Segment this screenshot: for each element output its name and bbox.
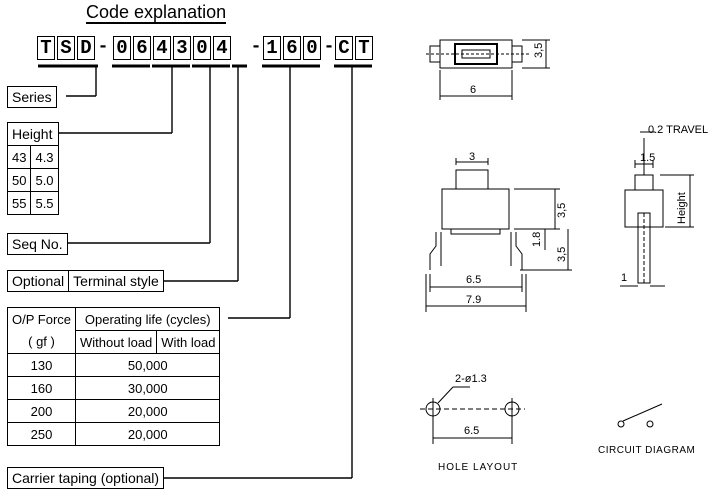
life-value: 50,000 bbox=[75, 353, 221, 377]
life-value: 20,000 bbox=[75, 399, 221, 423]
code-char: 4 bbox=[153, 36, 171, 60]
force-value: 200 bbox=[6, 399, 77, 423]
dim-6-5: 6.5 bbox=[466, 274, 482, 286]
dim-3-5-lower: 3,5 bbox=[556, 246, 568, 262]
series-box: Series bbox=[7, 86, 57, 108]
without-load-header: Without load bbox=[75, 330, 158, 354]
carrier-taping-box: Carrier taping (optional) bbox=[7, 467, 165, 489]
dim-3: 3 bbox=[469, 151, 476, 163]
dim-top-height: 3,5 bbox=[533, 42, 545, 58]
code-char: C bbox=[335, 36, 353, 60]
with-load-header: With load bbox=[156, 330, 221, 354]
code-char: D bbox=[77, 36, 95, 60]
diagram-title: Code explanation bbox=[86, 2, 227, 24]
force-value: 160 bbox=[6, 376, 77, 400]
code-dash: - bbox=[323, 37, 335, 57]
code-char: T bbox=[355, 36, 373, 60]
terminal-style-label: Terminal style bbox=[73, 273, 159, 289]
height-code: 55 bbox=[6, 191, 32, 215]
life-header: Operating life (cycles) bbox=[75, 307, 221, 331]
force-value: 250 bbox=[6, 422, 77, 446]
circuit-diagram-drawing bbox=[617, 403, 663, 428]
dim-7-9: 7.9 bbox=[466, 294, 482, 306]
code-char: 1 bbox=[263, 36, 281, 60]
height-value: 5.5 bbox=[30, 191, 59, 215]
code-char: 6 bbox=[283, 36, 301, 60]
force-header: O/P Force bbox=[6, 307, 77, 331]
code-char: T bbox=[37, 36, 55, 60]
dim-top-width: 6 bbox=[470, 84, 477, 96]
code-char: 0 bbox=[193, 36, 211, 60]
life-value: 30,000 bbox=[75, 376, 221, 400]
seq-no-box: Seq No. bbox=[7, 233, 68, 255]
dim-1-5: 1.5 bbox=[640, 152, 656, 164]
force-unit: ( gf ) bbox=[6, 330, 77, 354]
code-char: S bbox=[57, 36, 75, 60]
top-view-drawing bbox=[426, 39, 550, 100]
code-char: 3 bbox=[173, 36, 191, 60]
force-value: 130 bbox=[6, 353, 77, 377]
height-value: 4.3 bbox=[30, 145, 59, 169]
force-table: O/P Force Operating life (cycles) ( gf )… bbox=[6, 307, 221, 446]
code-dash: - bbox=[250, 37, 262, 57]
circuit-diagram-label: CIRCUIT DIAGRAM bbox=[598, 445, 696, 456]
height-header: Height bbox=[7, 122, 59, 146]
code-char: 0 bbox=[113, 36, 131, 60]
hole-layout-label: HOLE LAYOUT bbox=[438, 462, 519, 473]
code-char: 6 bbox=[133, 36, 151, 60]
life-value: 20,000 bbox=[75, 422, 221, 446]
front-view-drawing bbox=[425, 158, 572, 312]
height-value: 5.0 bbox=[30, 168, 59, 192]
height-code: 50 bbox=[6, 168, 32, 192]
height-code: 43 bbox=[6, 145, 32, 169]
height-dim-label: Height bbox=[676, 192, 688, 224]
dim-1: 1 bbox=[621, 272, 628, 284]
optional-label: Optional bbox=[8, 271, 70, 291]
code-char: 4 bbox=[213, 36, 231, 60]
dim-1-8: 1.8 bbox=[531, 231, 543, 247]
code-dash: - bbox=[97, 37, 109, 57]
hole-spacing-label: 6.5 bbox=[464, 425, 480, 437]
hole-diameter-label: 2-ø1.3 bbox=[455, 373, 487, 385]
code-char: 0 bbox=[303, 36, 321, 60]
dim-3-5-upper: 3,5 bbox=[556, 202, 568, 218]
travel-label: 0.2 TRAVEL bbox=[648, 124, 709, 136]
